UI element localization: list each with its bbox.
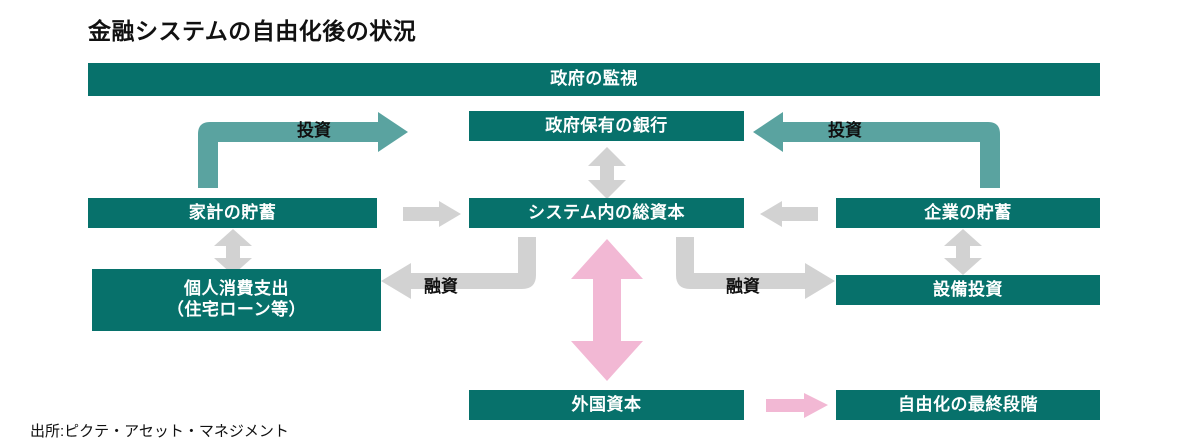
arrow-to-final-stage [766,393,828,418]
arrow-loan-right [676,237,835,299]
arrow-household-consumption-vertical [214,229,252,275]
arrow-foreign-capital-vertical [571,239,643,381]
arrow-corporate-capexp-vertical [944,229,982,275]
source-note: 出所:ピクテ・アセット・マネジメント [30,423,289,440]
box-foreign-capital: 外国資本 [469,390,744,420]
box-government-oversight: 政府の監視 [88,63,1100,96]
arrow-loan-left [381,237,536,299]
box-capital-investment-label: 設備投資 [933,279,1003,299]
box-personal-consumption: 個人消費支出 （住宅ローン等） [92,269,381,331]
box-total-capital-in-system-label: システム内の総資本 [528,202,685,222]
box-foreign-capital-label: 外国資本 [571,394,642,414]
box-government-oversight-label: 政府の監視 [550,69,638,89]
box-total-capital-in-system: システム内の総資本 [469,198,744,228]
arrow-label-loan-left: 融資 [424,277,458,296]
arrow-label-loan-right: 融資 [726,277,760,296]
box-government-owned-bank-label: 政府保有の銀行 [545,115,668,135]
box-final-stage-liberalization-label: 自由化の最終段階 [898,394,1038,414]
arrow-label-investment-left: 投資 [297,121,331,140]
arrow-household-to-capital [403,201,461,227]
box-capital-investment: 設備投資 [836,275,1100,305]
arrow-investment-right [753,112,1000,188]
box-corporate-savings: 企業の貯蓄 [836,198,1100,228]
box-corporate-savings-label: 企業の貯蓄 [924,202,1012,222]
box-household-savings-label: 家計の貯蓄 [188,202,277,222]
arrow-label-investment-right: 投資 [828,121,862,140]
page-title: 金融システムの自由化後の状況 [88,18,417,44]
arrow-investment-left [198,112,408,188]
box-household-savings: 家計の貯蓄 [88,198,377,228]
box-government-owned-bank: 政府保有の銀行 [469,111,744,141]
box-personal-consumption-label: 個人消費支出 （住宅ローン等） [166,279,307,319]
box-final-stage-liberalization: 自由化の最終段階 [836,390,1100,420]
arrow-corporate-to-capital [760,201,818,227]
arrow-bank-capital-vertical [588,147,626,199]
